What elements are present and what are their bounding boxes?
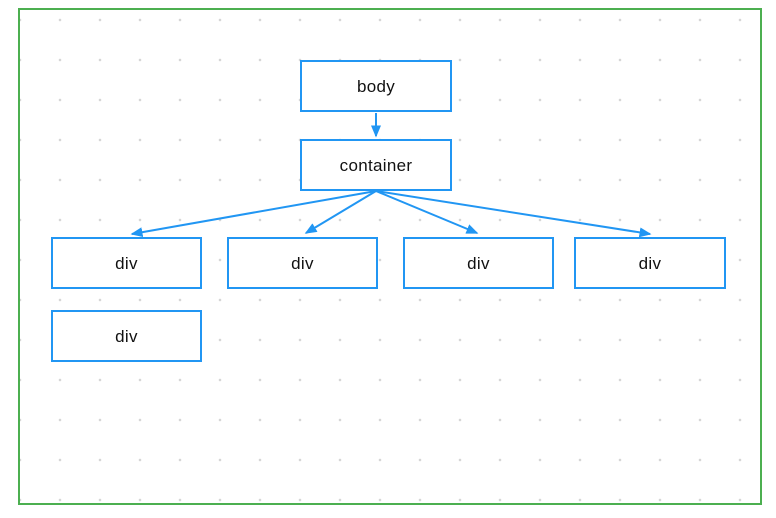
node-container-label: container xyxy=(339,155,413,175)
node-div-2: div xyxy=(227,237,378,289)
node-div-2-label: div xyxy=(291,253,314,273)
page-frame xyxy=(18,8,762,505)
node-div-5-label: div xyxy=(115,326,138,346)
node-div-4: div xyxy=(574,237,726,289)
node-div-1: div xyxy=(51,237,202,289)
node-container: container xyxy=(300,139,452,191)
node-div-3-label: div xyxy=(467,253,490,273)
node-div-4-label: div xyxy=(638,253,662,273)
node-div-5: div xyxy=(51,310,202,362)
node-body-label: body xyxy=(356,76,396,96)
node-div-1-label: div xyxy=(115,253,138,273)
node-body: body xyxy=(300,60,452,112)
node-div-3: div xyxy=(403,237,554,289)
